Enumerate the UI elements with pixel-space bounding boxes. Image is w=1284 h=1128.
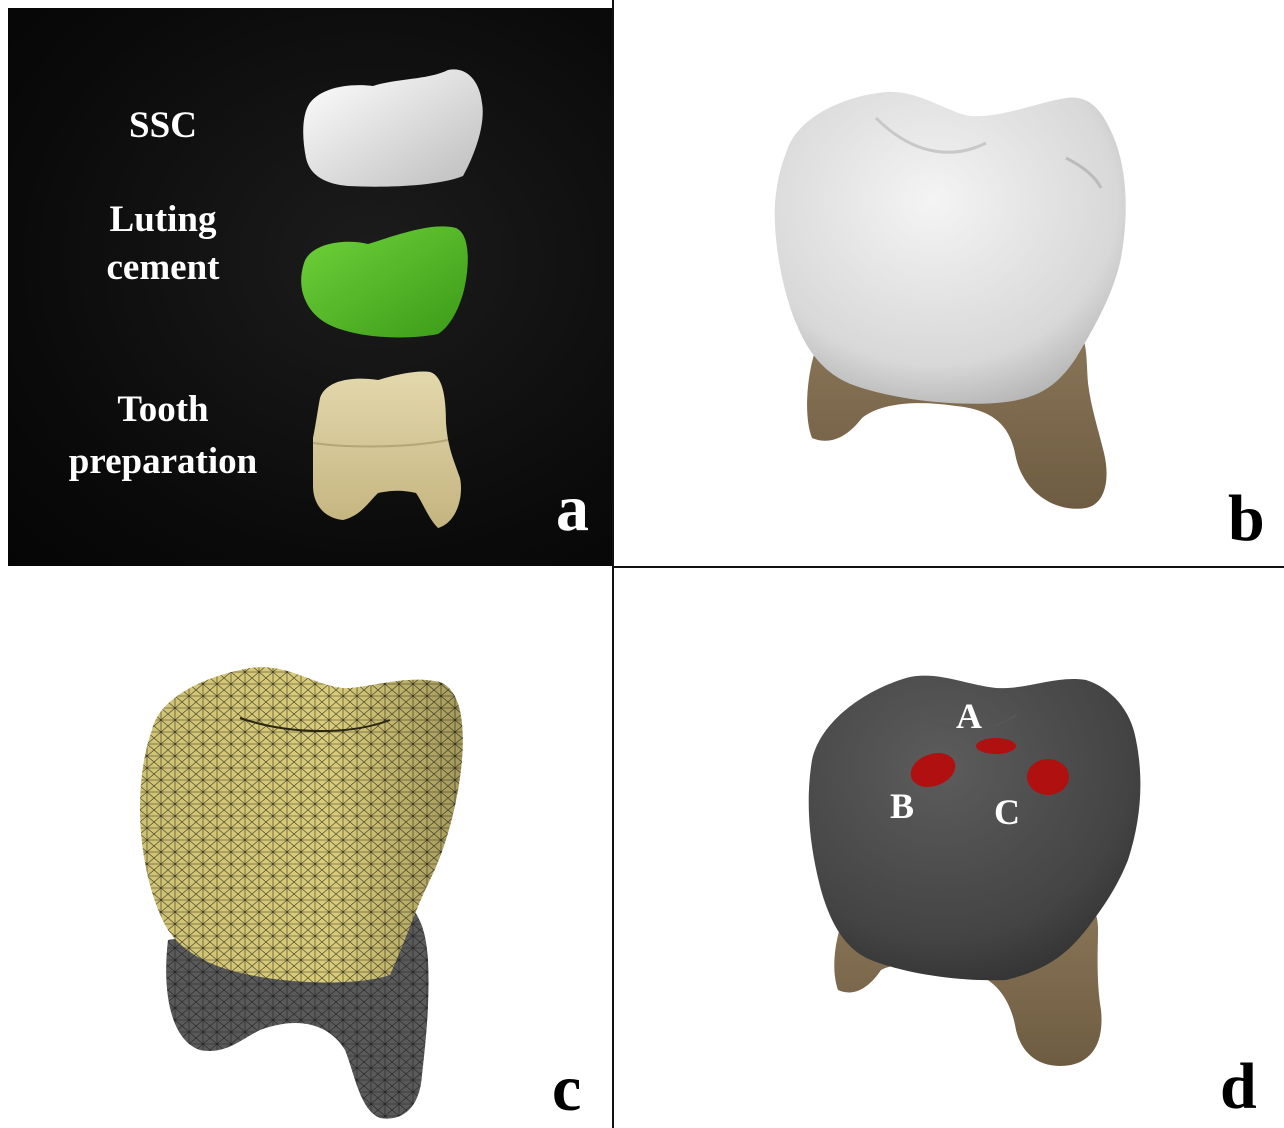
tooth-preparation-model <box>313 371 461 528</box>
meshed-tooth-model <box>0 570 612 1128</box>
ssc-crown-model <box>303 69 483 186</box>
point-label-c: C <box>994 794 1020 830</box>
panel-c: c <box>0 570 612 1128</box>
contact-point-a <box>976 738 1016 754</box>
panel-a: SSC Luting cement Tooth preparation a <box>8 8 612 566</box>
contact-point-c <box>1027 759 1069 795</box>
panel-letter-a: a <box>556 476 589 542</box>
luting-cement-model <box>301 226 468 337</box>
panel-b: b <box>616 8 1284 566</box>
panel-letter-c: c <box>552 1056 581 1122</box>
loaded-crown-model <box>616 570 1284 1128</box>
panel-a-models <box>8 8 612 566</box>
crown-b <box>775 92 1126 404</box>
point-label-a: A <box>956 698 982 734</box>
panel-letter-d: d <box>1220 1054 1257 1120</box>
panel-d: A B C d <box>616 570 1284 1128</box>
horizontal-divider <box>612 566 1284 568</box>
panel-letter-b: b <box>1228 486 1265 552</box>
point-label-b: B <box>890 788 914 824</box>
tooth-with-crown-model <box>616 8 1284 566</box>
vertical-divider <box>612 0 614 1128</box>
